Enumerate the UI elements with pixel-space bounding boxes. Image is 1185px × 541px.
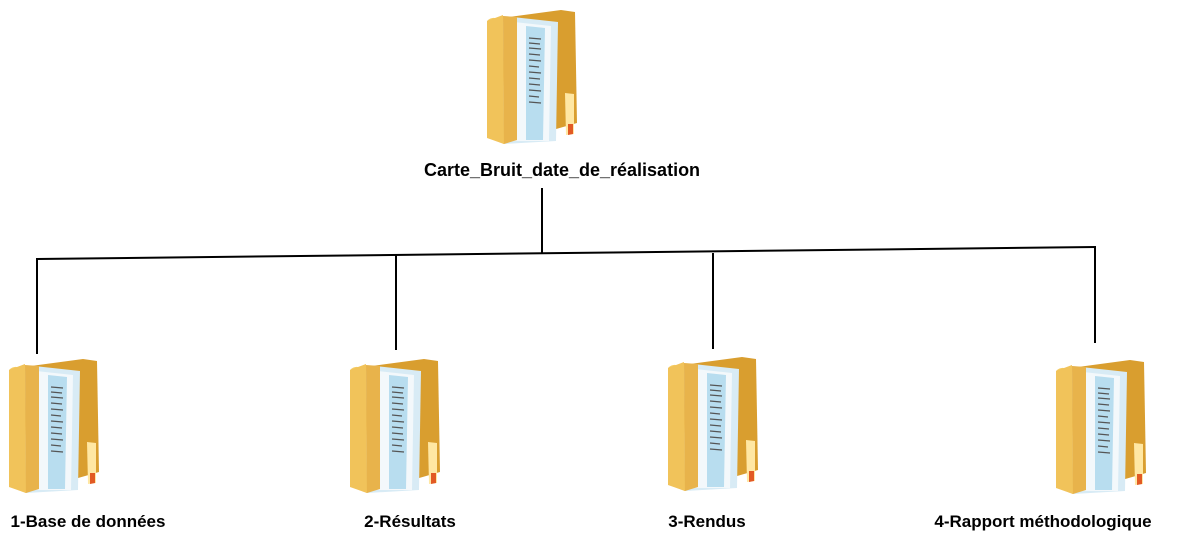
base-donnees-folder-icon[interactable] [8, 357, 101, 493]
root-folder-label: Carte_Bruit_date_de_réalisation [423, 160, 701, 180]
rapport-methodologique-label: 4-Rapport méthodologique [934, 512, 1152, 531]
rapport-methodologique-folder-icon[interactable] [1055, 358, 1148, 494]
rendus-folder-icon[interactable] [667, 355, 760, 491]
rendus-label: 3-Rendus [668, 512, 746, 531]
root-folder-icon[interactable] [486, 8, 579, 144]
resultats-label: 2-Résultats [364, 512, 456, 531]
horizontal-connector [36, 246, 1097, 260]
resultats-folder-icon[interactable] [349, 357, 442, 493]
base-donnees-label: 1-Base de données [10, 512, 166, 531]
